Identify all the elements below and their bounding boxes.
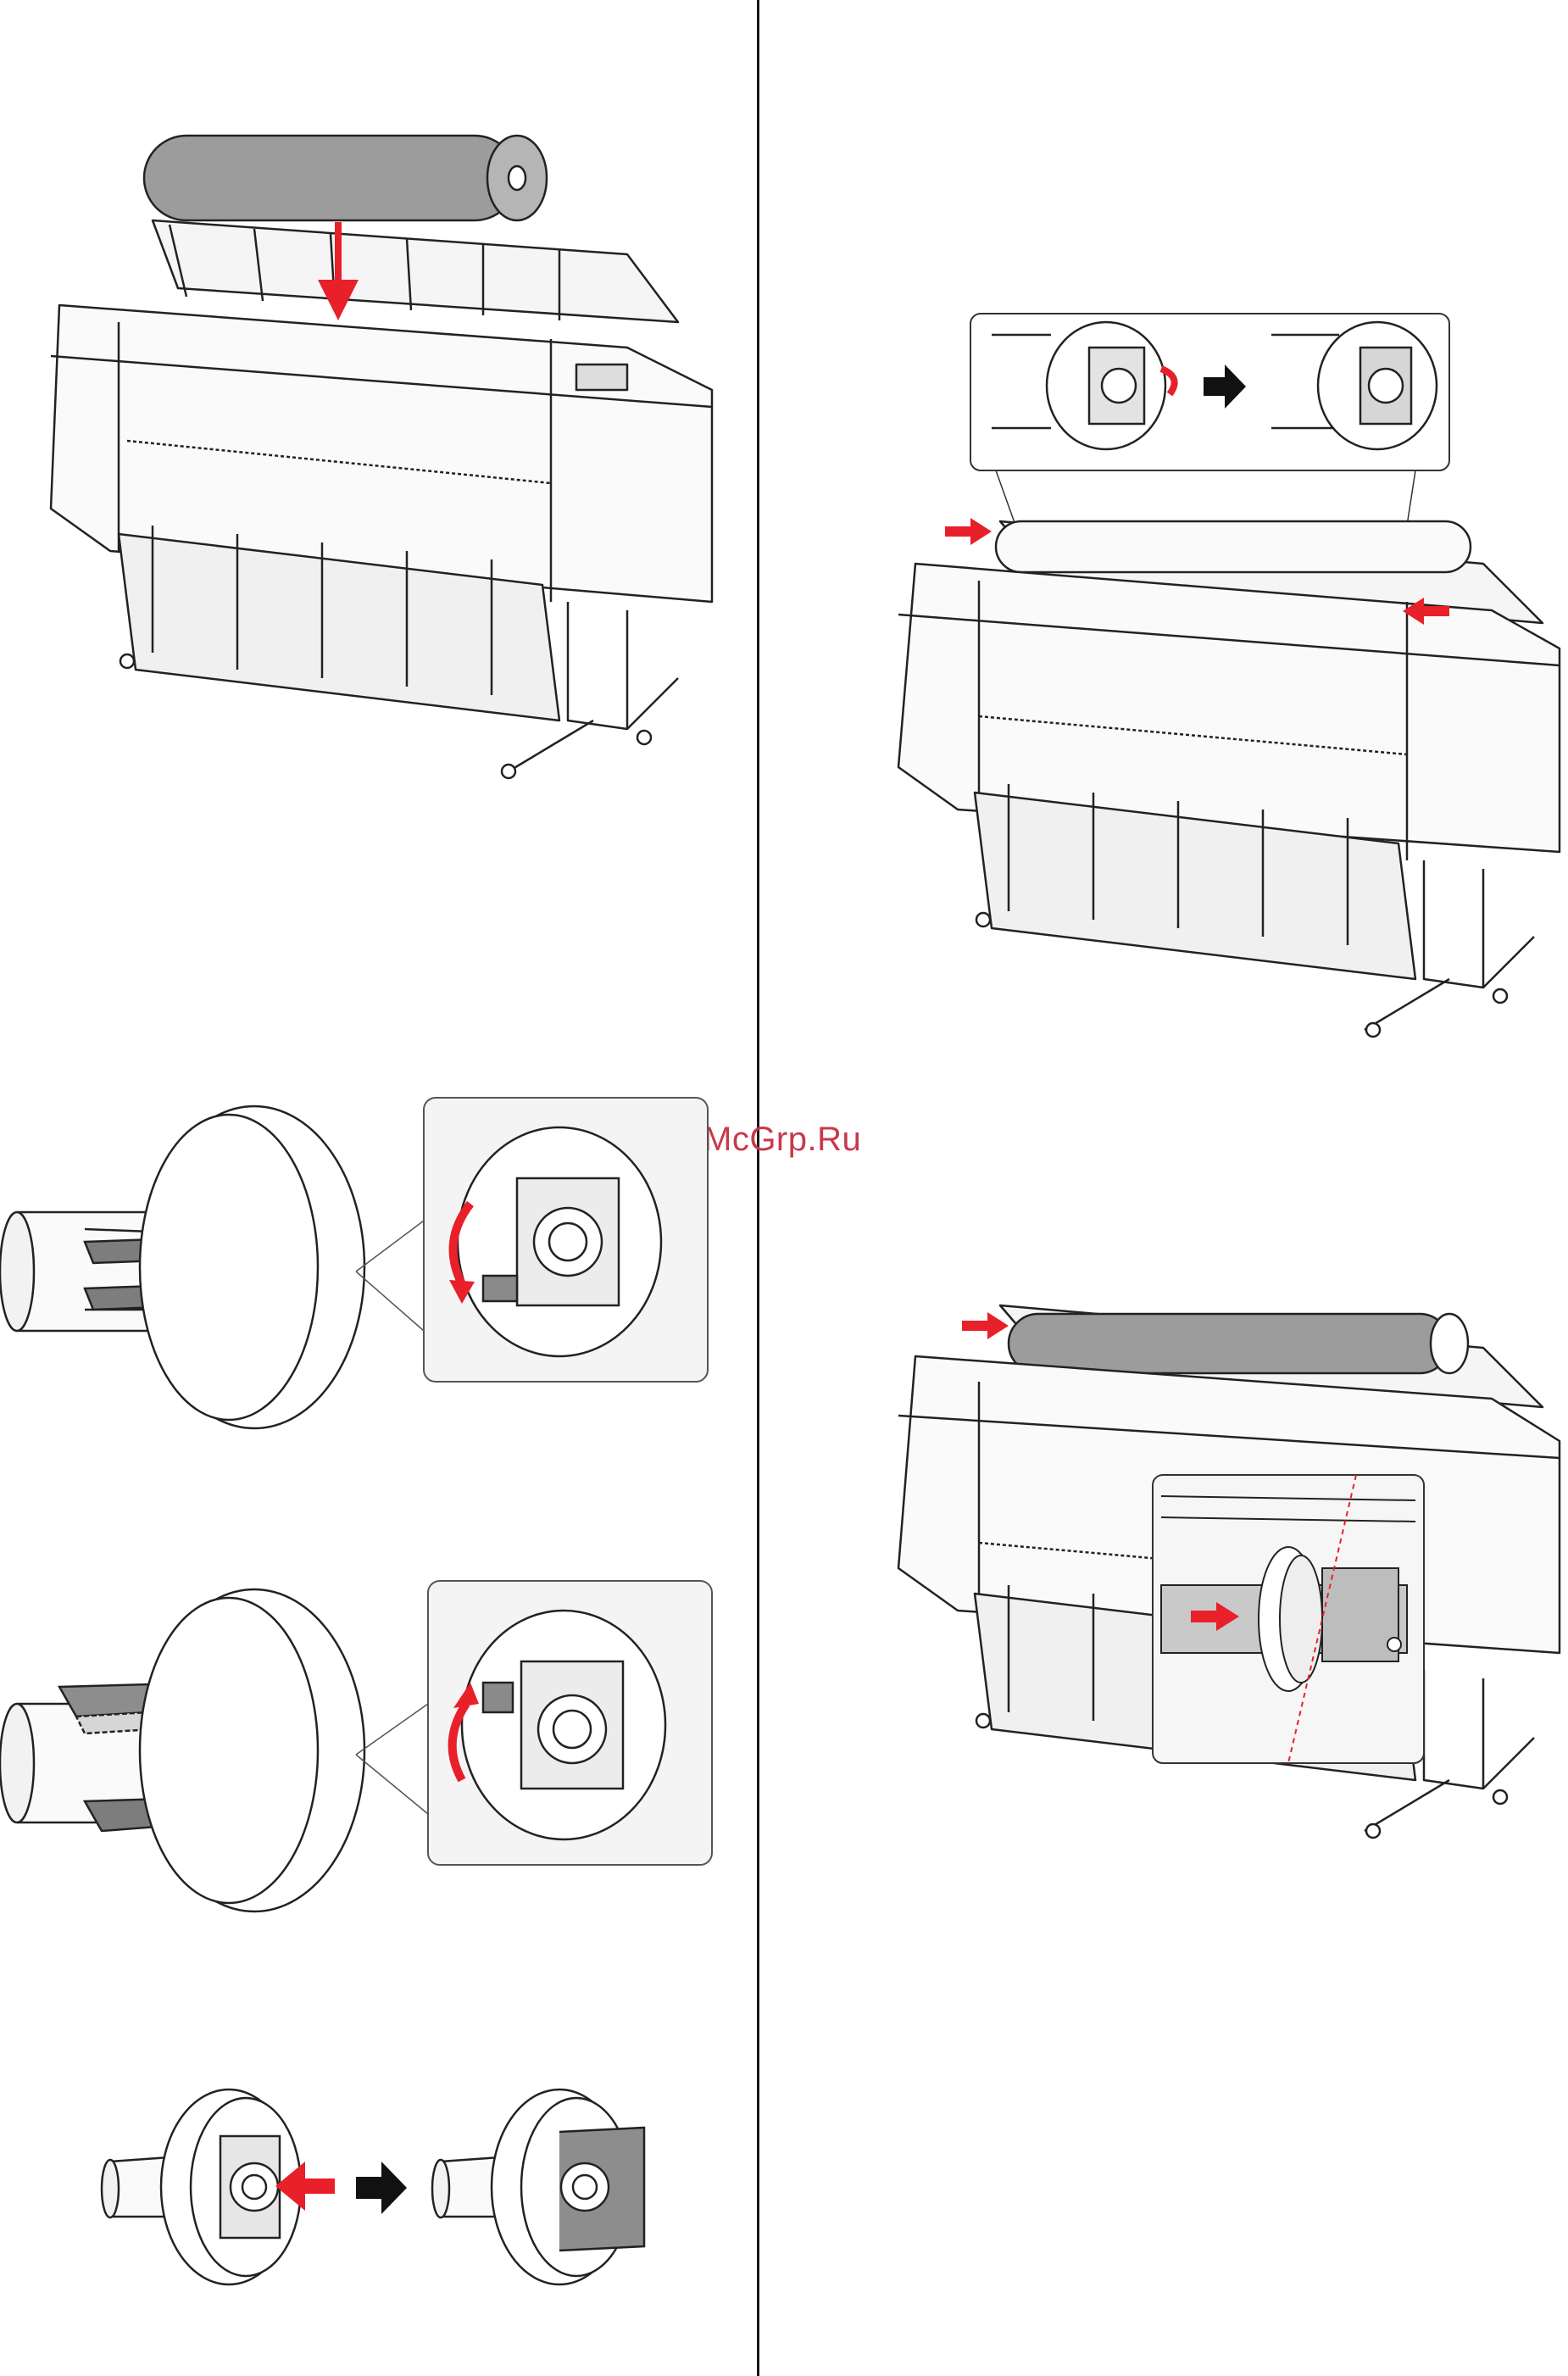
figure-adapter-lever-unlock	[0, 1093, 720, 1416]
roll-adapter-icon	[0, 1589, 364, 1911]
figure-adapter-set-on-holder	[898, 309, 1560, 1047]
column-divider	[757, 0, 759, 2376]
roll-adapter-icon	[432, 2089, 644, 2284]
figure-load-roll-top	[34, 127, 720, 780]
figure-roll-slide-in	[898, 1288, 1560, 1958]
figure-adapter-lever-lock	[0, 1577, 720, 1899]
next-step-arrow-icon	[356, 2162, 407, 2214]
push-arrow-icon	[962, 1312, 1009, 1339]
roll-adapter-icon	[0, 1106, 364, 1428]
watermark-text: McGrp.Ru	[703, 1121, 861, 1159]
printer-icon	[898, 521, 1560, 1037]
roll-adapter-icon	[102, 2089, 301, 2284]
printer-icon	[34, 127, 720, 780]
figure-adapter-push-in	[102, 2077, 678, 2297]
